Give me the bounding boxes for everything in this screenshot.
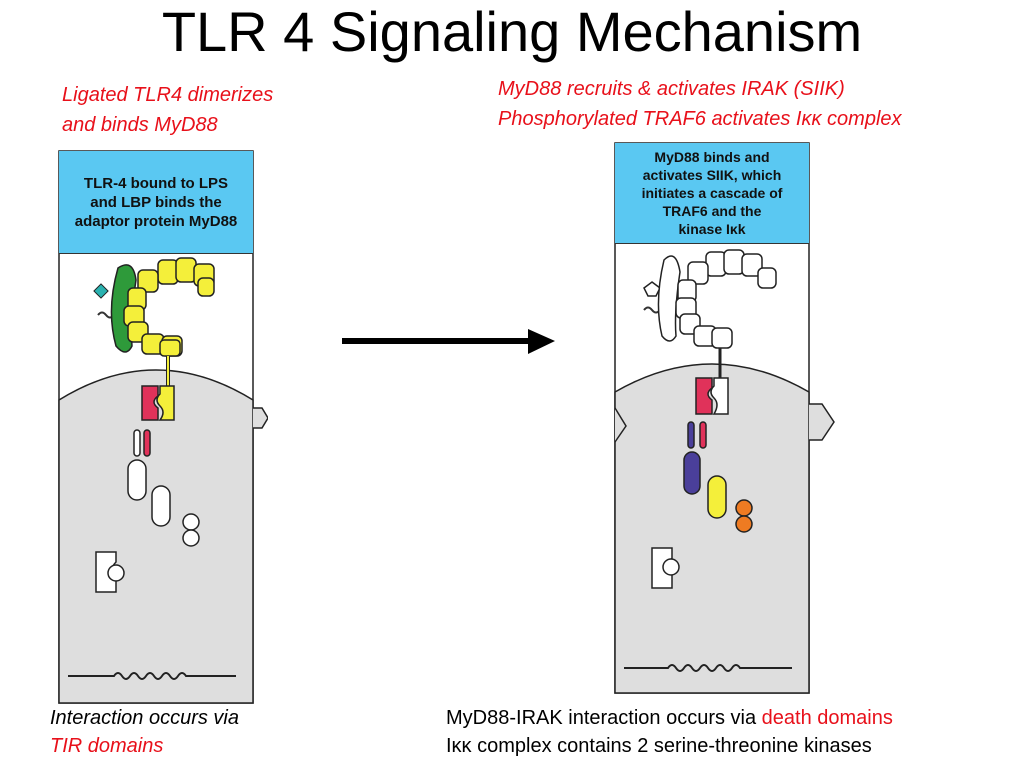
panel-left-box-line3: adaptor protein MyD88 [74, 212, 238, 230]
lps-marker [93, 283, 109, 299]
traf6-capsule [151, 485, 171, 527]
caption-right: MyD88 recruits & activates IRAK (SIIK) P… [498, 74, 902, 134]
ikk-subunit-1 [735, 499, 753, 517]
panel-left-infobox: TLR-4 bound to LPS and LBP binds the ada… [59, 151, 253, 254]
footer-right-line1: MyD88-IRAK interaction occurs via death … [446, 704, 893, 732]
panel-right-box-line4: TRAF6 and the [662, 203, 762, 219]
myd88-death-domain [699, 421, 707, 449]
caption-left-line1: Ligated TLR4 dimerizes [62, 84, 274, 106]
footer-left-line2: TIR domains [50, 735, 164, 757]
cell-membrane [614, 363, 810, 694]
ikk-subunit-2 [182, 529, 200, 547]
footer-right: MyD88-IRAK interaction occurs via death … [446, 704, 893, 760]
panel-right-box-line3: initiates a cascade of [641, 185, 783, 201]
myd88-death-domain [143, 429, 151, 457]
nfkb-complex [107, 564, 125, 582]
transition-arrow [342, 329, 555, 354]
panel-right-box-line1: MyD88 binds and [654, 149, 770, 165]
irak-capsule [683, 451, 701, 495]
tlr4-horseshoe [123, 257, 215, 357]
page-title: TLR 4 Signaling Mechanism [161, 0, 863, 63]
tlr4-horseshoe [675, 249, 777, 349]
nfkb-complex [662, 558, 680, 576]
caption-left-line2: and binds MyD88 [62, 114, 218, 136]
panel-left-box-line1: TLR-4 bound to LPS [83, 174, 229, 192]
footer-left: Interaction occurs via TIR domains [50, 704, 239, 760]
footer-right-line1-text: MyD88-IRAK interaction occurs via [446, 707, 762, 729]
panel-right-box-line5: kinase Iκk [678, 221, 746, 237]
tir-domain-yellow [156, 385, 175, 421]
dna-strand [68, 672, 236, 680]
irak-capsule [127, 459, 147, 501]
death-domains-highlight: death domains [761, 707, 893, 729]
panel-right: MyD88 binds and activates SIIK, which in… [614, 142, 835, 694]
cell-membrane [58, 369, 254, 704]
ikk-subunit-2 [735, 515, 753, 533]
ikk-subunit-1 [182, 513, 200, 531]
traf6-capsule [707, 475, 727, 519]
caption-right-line1: MyD88 recruits & activates IRAK (SIIK) [498, 78, 845, 100]
footer-right-line2: Iκκ complex contains 2 serine-threonine … [446, 735, 872, 757]
panel-right-infobox: MyD88 binds and activates SIIK, which in… [615, 143, 809, 244]
dna-strand [624, 664, 792, 672]
caption-left: Ligated TLR4 dimerizes and binds MyD88 [62, 80, 273, 140]
irak-death-domain [687, 421, 695, 449]
caption-right-line2: Phosphorylated TRAF6 activates Iκκ compl… [498, 108, 902, 130]
tir-domain-white [710, 377, 729, 415]
footer-left-line1: Interaction occurs via [50, 707, 239, 729]
tlr-ectodomain [657, 255, 681, 342]
panel-right-box-line2: activates SIIK, which [642, 167, 782, 183]
panel-left: TLR-4 bound to LPS and LBP binds the ada… [58, 150, 268, 704]
panel-left-box-line2: and LBP binds the [90, 193, 222, 211]
